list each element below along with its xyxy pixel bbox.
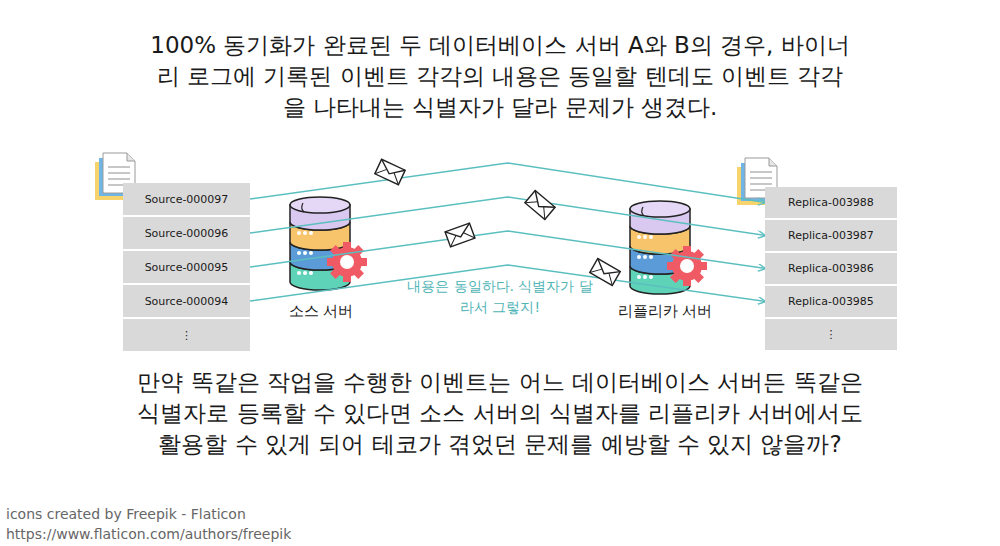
- event-envelope: [375, 159, 405, 184]
- log-entry-row: Source-000097: [123, 183, 250, 215]
- entry-id: ⋮: [181, 329, 192, 342]
- entry-id: ⋮: [826, 328, 837, 341]
- credit-text: https://www.flaticon.com/authors/freepik: [6, 526, 406, 542]
- event-envelope: [445, 223, 475, 247]
- entry-id: Source-000095: [145, 261, 229, 274]
- database-icon: [630, 201, 707, 294]
- log-entry-row: Replica-003986: [765, 253, 897, 284]
- log-entry-row: Replica-003987: [765, 220, 897, 251]
- server-label: 리플리카 서버: [585, 302, 745, 321]
- entry-id: Replica-003988: [788, 196, 874, 209]
- log-entry-row: ⋮: [123, 319, 250, 351]
- database-icon: [290, 197, 367, 290]
- log-entry-row: Replica-003988: [765, 187, 897, 218]
- credit-text: icons created by Freepik - Flaticon: [6, 506, 406, 522]
- entry-id: Replica-003987: [788, 229, 874, 242]
- event-flow-arrow: [250, 197, 765, 236]
- heading: 100% 동기화가 완료된 두 데이터베이스 서버 A와 B의 경우, 바이너리…: [150, 30, 850, 123]
- server-label: 소스 서버: [251, 302, 391, 321]
- entry-id: Source-000096: [145, 227, 229, 240]
- annotation: 내용은 동일하다. 식별자가 달라서 그렇지!: [405, 276, 595, 318]
- entry-id: Source-000097: [145, 193, 229, 206]
- entry-id: Source-000094: [145, 295, 229, 308]
- log-entry-row: Source-000094: [123, 285, 250, 317]
- log-entry-row: Replica-003985: [765, 286, 897, 317]
- log-entry-row: Source-000096: [123, 217, 250, 249]
- log-entry-row: Source-000095: [123, 251, 250, 283]
- event-flow-arrow: [250, 231, 765, 269]
- entry-id: Replica-003985: [788, 295, 874, 308]
- entry-id: Replica-003986: [788, 262, 874, 275]
- event-envelope: [590, 259, 621, 286]
- log-entry-row: ⋮: [765, 319, 897, 350]
- caption: 만약 똑같은 작업을 수행한 이벤트는 어느 데이터베이스 서버든 똑같은 식별…: [130, 367, 870, 460]
- event-envelope: [525, 191, 555, 220]
